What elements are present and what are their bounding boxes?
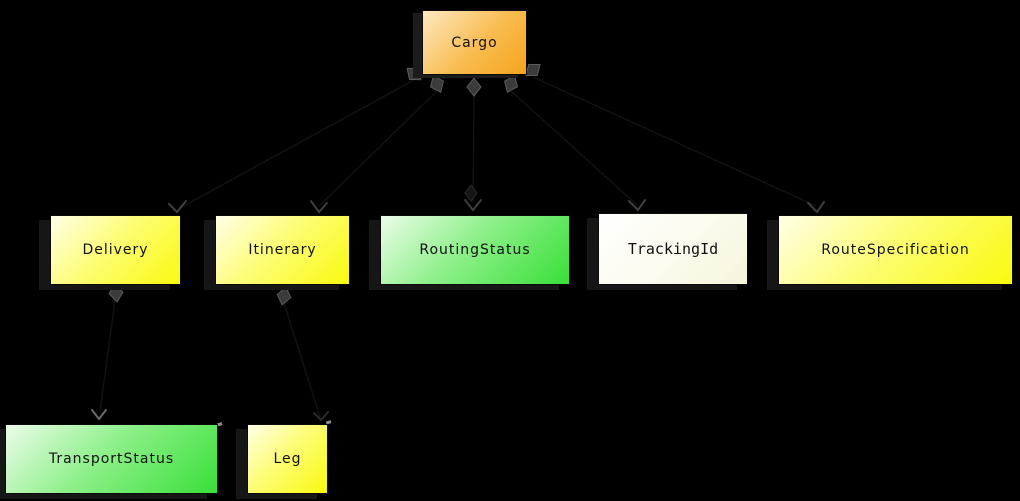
arrowhead-icon bbox=[168, 200, 187, 214]
composition-diamond-icon bbox=[108, 283, 124, 303]
node-route-specification: RouteSpecification bbox=[778, 215, 1013, 285]
node-cargo: Cargo bbox=[422, 10, 527, 75]
node-route-specification-label: RouteSpecification bbox=[821, 242, 970, 258]
arrowhead-icon bbox=[464, 199, 482, 212]
arrowhead-icon bbox=[313, 411, 329, 422]
node-transport-status: TransportStatus bbox=[5, 424, 218, 494]
node-delivery-label: Delivery bbox=[82, 242, 149, 258]
arrowhead-icon bbox=[310, 200, 328, 214]
arrowhead-icon bbox=[91, 409, 107, 421]
composition-diamond-icon bbox=[466, 77, 482, 97]
edge-cargo-itinerary bbox=[318, 90, 438, 207]
node-routing-status: RoutingStatus bbox=[380, 215, 570, 285]
edge-cargo-route-specification bbox=[532, 76, 817, 207]
node-transport-status-label: TransportStatus bbox=[48, 451, 175, 467]
node-tracking-id: TrackingId bbox=[598, 213, 748, 285]
node-cargo-label: Cargo bbox=[451, 34, 498, 51]
composition-diamond-icon bbox=[504, 75, 518, 93]
arrowhead-icon bbox=[628, 199, 646, 212]
edge-itinerary-leg bbox=[283, 302, 321, 418]
node-delivery: Delivery bbox=[50, 215, 181, 285]
composition-diamond-icon bbox=[464, 184, 478, 202]
node-routing-status-label: RoutingStatus bbox=[419, 242, 531, 258]
node-tracking-id-label: TrackingId bbox=[627, 240, 719, 258]
edge-cargo-delivery bbox=[179, 79, 415, 209]
node-itinerary: Itinerary bbox=[215, 215, 350, 285]
arrowhead-icon bbox=[807, 201, 825, 214]
edge-cargo-tracking-id bbox=[510, 90, 638, 206]
edge-cargo-routing-status bbox=[472, 94, 475, 203]
node-leg-label: Leg bbox=[273, 451, 302, 467]
node-itinerary-label: Itinerary bbox=[248, 242, 317, 258]
node-leg: Leg bbox=[247, 424, 328, 494]
composition-diamond-icon bbox=[276, 286, 292, 306]
composition-diamond-icon bbox=[430, 75, 444, 93]
edge-delivery-transport-status bbox=[99, 299, 116, 413]
